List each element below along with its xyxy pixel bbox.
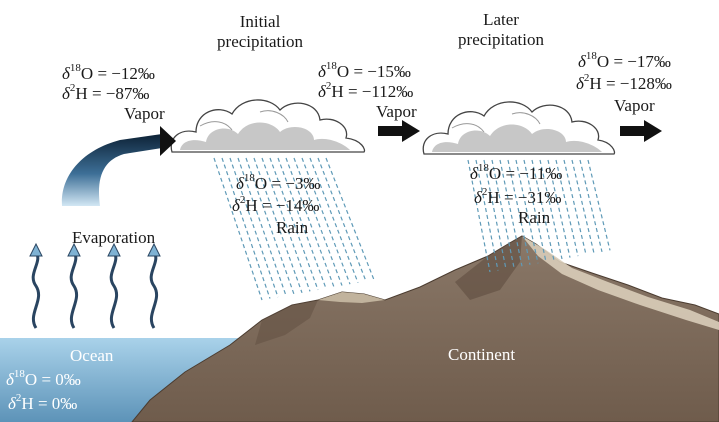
later-precipitation-title: Later precipitation xyxy=(458,10,544,49)
vapor-1-h2: δ2H = −87‰ xyxy=(62,82,150,103)
vapor-arrow-3-icon xyxy=(620,120,662,142)
rain-streak xyxy=(317,157,367,282)
rain-streak xyxy=(507,159,531,265)
evaporation-arrowhead-icon xyxy=(107,242,121,257)
rain-streak xyxy=(237,157,287,296)
vapor-3-o18: δ18O = −17‰ xyxy=(578,50,671,71)
rain-2-label: Rain xyxy=(518,208,551,227)
rain-1-label: Rain xyxy=(276,218,309,237)
evaporation-squiggle xyxy=(69,251,79,329)
cloud-later-icon xyxy=(422,101,616,155)
rain-2-h2: δ2H = −31‰ xyxy=(474,186,562,207)
rain-streak xyxy=(221,157,271,299)
rain-streak xyxy=(515,159,539,264)
evaporation-squiggle xyxy=(109,251,119,329)
rain-1-h2: δ2H = −14‰ xyxy=(232,194,320,215)
rain-streak xyxy=(491,159,515,268)
vapor-wave xyxy=(61,134,162,206)
rain-streak xyxy=(571,159,595,254)
evaporation-arrowhead-icon xyxy=(147,242,161,257)
vapor-arrowhead-1 xyxy=(160,126,176,156)
vapor-1-label: Vapor xyxy=(124,104,165,123)
continent-land xyxy=(131,235,719,422)
continent-label: Continent xyxy=(448,345,516,364)
rain-streak xyxy=(555,159,579,257)
rain-streak xyxy=(563,159,587,255)
rain-streak xyxy=(547,159,571,258)
evaporation-label: Evaporation xyxy=(72,228,156,247)
evaporation-arrowhead-icon xyxy=(29,242,43,257)
ocean-label: Ocean xyxy=(70,346,114,365)
evaporation-squiggle xyxy=(31,251,41,329)
rain-streak xyxy=(531,159,555,261)
rain-streak xyxy=(301,157,351,285)
rain-streak xyxy=(309,157,359,283)
vapor-2-label: Vapor xyxy=(376,102,417,121)
vapor-arrow-2-icon xyxy=(378,120,420,142)
hill-shadow xyxy=(255,300,318,345)
rain-streak xyxy=(325,157,375,281)
rain-streak xyxy=(213,157,263,301)
vapor-3-h2: δ2H = −128‰ xyxy=(576,72,672,93)
rain-streak xyxy=(277,157,327,289)
vapor-1-o18: δ18O = −12‰ xyxy=(62,62,155,83)
rain-1-o18: δ18O = −3‰ xyxy=(236,172,321,193)
vapor-2-h2: δ2H = −112‰ xyxy=(318,80,414,101)
rain-streak xyxy=(285,157,335,288)
mountain-shadow xyxy=(455,236,522,300)
vapor-2-o18: δ18O = −15‰ xyxy=(318,60,411,81)
rain-streak xyxy=(523,159,547,263)
rain-streak xyxy=(579,159,603,252)
ridge-highlight-left xyxy=(318,292,385,303)
rain-streak xyxy=(587,159,611,251)
ocean-o18: δ18O = 0‰ xyxy=(6,368,81,389)
rain-streak xyxy=(293,157,343,286)
rain-streak xyxy=(253,157,303,294)
rain-streak xyxy=(269,157,319,291)
evaporation-arrowhead-icon xyxy=(67,242,81,257)
ocean-h2: δ2H = 0‰ xyxy=(8,392,78,413)
ridge-highlight xyxy=(522,236,719,330)
evaporation-squiggle xyxy=(149,251,159,329)
rain-streak xyxy=(245,157,295,295)
initial-precipitation-title: Initial precipitation xyxy=(217,12,303,51)
rain-streak xyxy=(229,157,279,298)
rain-2-o18: δ18O = −11‰ xyxy=(470,162,563,183)
rain-streak xyxy=(475,159,499,271)
rain-streaks-initial xyxy=(213,157,375,301)
rain-streaks-later xyxy=(467,159,611,273)
evaporation-arrows xyxy=(29,242,161,329)
rain-streak xyxy=(483,159,507,270)
rain-streak xyxy=(539,159,563,260)
cloud-initial-icon xyxy=(170,99,366,153)
rain-streak xyxy=(261,157,311,292)
rain-streak xyxy=(467,159,491,273)
vapor-3-label: Vapor xyxy=(614,96,655,115)
